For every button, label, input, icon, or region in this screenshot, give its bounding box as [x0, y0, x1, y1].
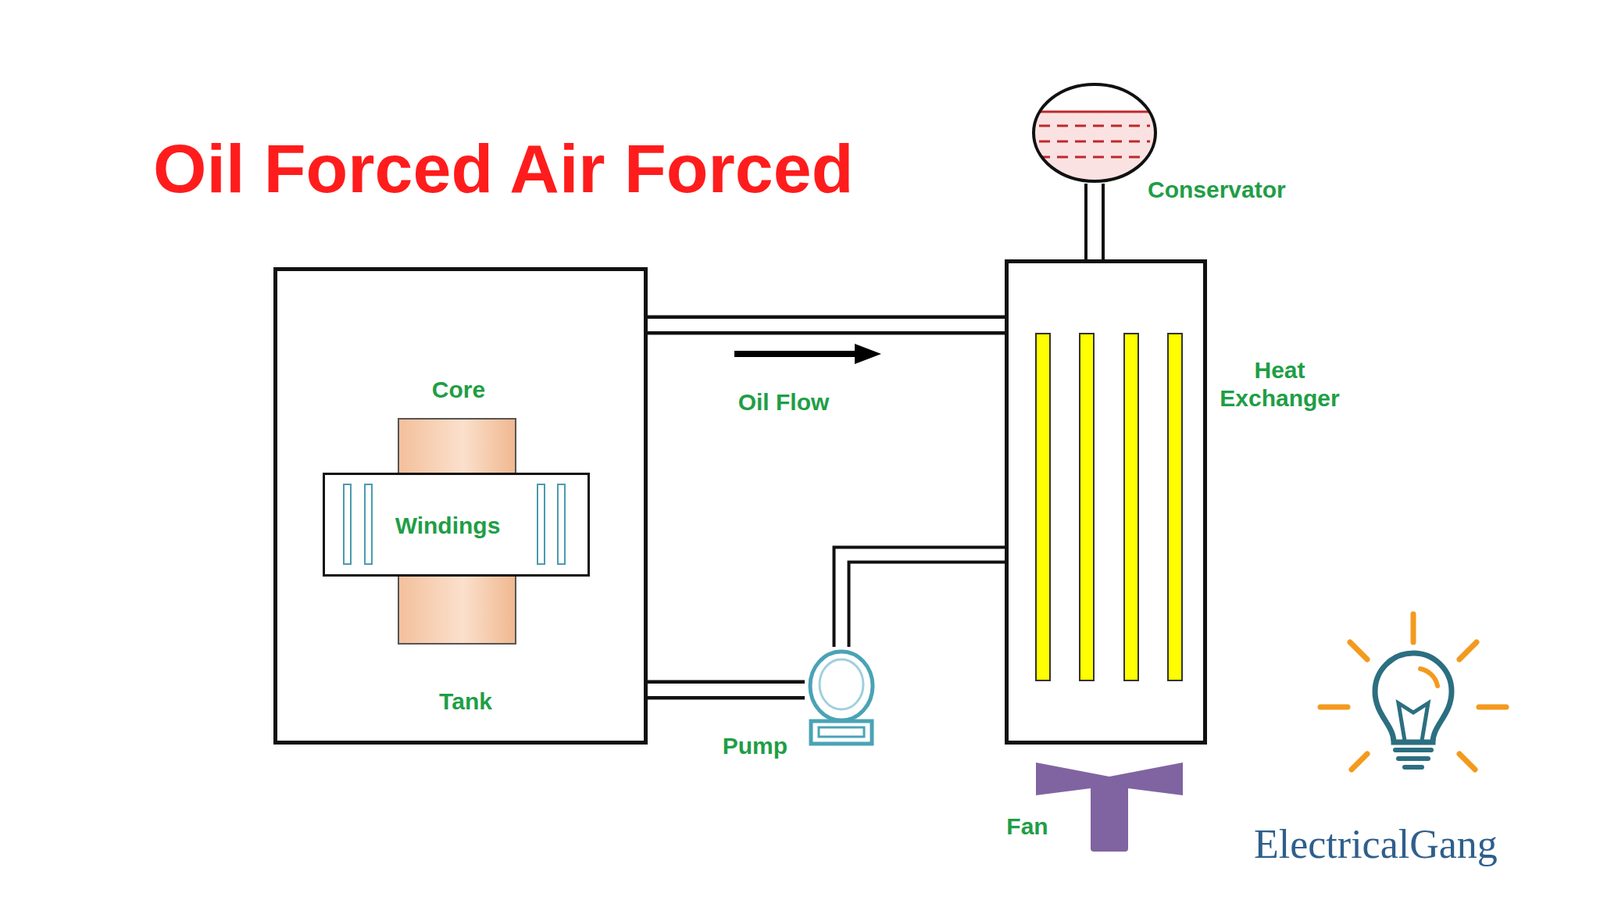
pump-casing — [810, 651, 873, 721]
bulb-base — [1398, 756, 1429, 761]
pump-base — [810, 721, 872, 744]
conservator-tank: Conservator — [1031, 82, 1158, 184]
pump-base-inner — [818, 727, 865, 737]
node-label: Conservator — [1147, 175, 1286, 204]
bulb-shine — [1420, 668, 1438, 686]
oil-pipe — [1094, 183, 1096, 260]
pipe-wall — [647, 315, 1005, 336]
heat-exchanger-box: Heat Exchanger — [1004, 259, 1208, 745]
bulb-filament — [1398, 703, 1429, 741]
winding-coil — [343, 484, 351, 565]
logo-bulb — [1320, 614, 1507, 770]
node-label: Fan — [1006, 812, 1048, 841]
heat-exchanger-tube — [1124, 333, 1139, 681]
oil-dash — [1039, 156, 1150, 159]
shape-outline — [804, 646, 879, 747]
bulb-base — [1395, 747, 1432, 753]
heat-exchanger-tube — [1035, 333, 1050, 681]
oil-pipe — [841, 554, 1005, 647]
tank-box: CoreWindingsTank — [273, 267, 648, 745]
node-label: Heat Exchanger — [1209, 356, 1350, 413]
arrow-head — [854, 343, 882, 365]
oil-level — [1031, 110, 1158, 114]
pipe-bore — [841, 554, 1005, 647]
oil-pipe — [647, 325, 1005, 326]
flow-label: Oil Flow — [738, 388, 830, 417]
pump-symbol: Pump — [804, 646, 879, 747]
oil-flow-arrow — [734, 343, 882, 365]
oil-dash — [1039, 140, 1150, 143]
bulb-base — [1404, 764, 1422, 770]
pipe-bore — [1087, 183, 1102, 260]
arrow-shaft — [734, 350, 858, 358]
heat-exchanger-tube — [1167, 333, 1183, 681]
diagram-title: Oil Forced Air Forced — [153, 134, 854, 204]
shape-outline — [1008, 263, 1204, 741]
bulb-rays — [1320, 614, 1507, 770]
pipe-wall — [1084, 183, 1105, 260]
conservator-oil — [1031, 111, 1158, 214]
logo-wordmark: ElectricalGang — [1253, 821, 1498, 867]
pump-impeller — [819, 659, 864, 710]
pipe-wall — [647, 680, 805, 700]
heat-exchanger-tube — [1079, 333, 1094, 681]
fan-stem — [1090, 779, 1129, 852]
oil-dash — [1039, 125, 1150, 128]
shape-outline — [1031, 82, 1158, 184]
winding-coil — [537, 484, 545, 565]
winding-coil — [557, 484, 565, 565]
pipe-bore — [647, 683, 805, 697]
windings-box: Windings — [322, 472, 590, 577]
node-label: Core — [432, 375, 486, 404]
oil-fill — [1031, 111, 1158, 214]
fan-symbol: Fan — [1031, 759, 1188, 855]
bulb-glass — [1375, 653, 1452, 743]
oil-pipe — [647, 689, 805, 691]
pipe-wall — [841, 554, 1005, 647]
conservator-ellipse — [1033, 84, 1156, 182]
winding-coil — [364, 484, 372, 565]
node-label: Tank — [439, 687, 493, 716]
pipe-bore — [647, 318, 1005, 332]
shape-outline — [1031, 759, 1188, 855]
node-label: Windings — [395, 511, 501, 540]
node-label: Pump — [722, 732, 788, 761]
